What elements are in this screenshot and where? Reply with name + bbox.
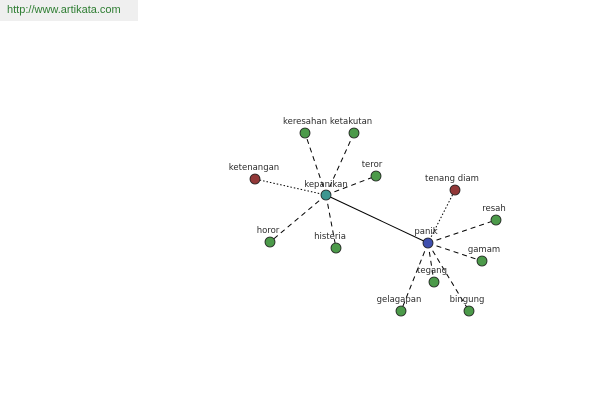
node-label-teror[interactable]: teror <box>362 160 383 170</box>
edge-panik-tegang <box>427 242 435 283</box>
edge-panik-gamam <box>427 242 483 262</box>
node-label-tegang[interactable]: tegang <box>417 266 447 276</box>
edges-layer <box>254 132 497 312</box>
node-label-gamam[interactable]: gamam <box>468 245 500 255</box>
source-url-label: http://www.artikata.com <box>0 0 138 21</box>
edge-kepanikan-ketakutan <box>325 132 355 196</box>
node-gamam[interactable] <box>476 255 488 267</box>
node-panik[interactable] <box>422 237 434 249</box>
node-label-ketenangan[interactable]: ketenangan <box>229 163 279 173</box>
node-tenang-diam[interactable] <box>449 184 461 196</box>
node-gelagapan[interactable] <box>395 305 407 317</box>
node-label-tenang-diam[interactable]: tenang diam <box>425 174 479 184</box>
edge-kepanikan-ketenangan <box>254 178 327 196</box>
edge-panik-bingung <box>427 242 470 312</box>
edge-panik-tenang-diam <box>427 189 456 244</box>
node-label-histeria[interactable]: histeria <box>314 232 346 242</box>
node-label-panik[interactable]: panik <box>414 227 437 237</box>
node-label-gelagapan[interactable]: gelagapan <box>377 295 422 305</box>
node-kepanikan[interactable] <box>320 189 332 201</box>
node-teror[interactable] <box>370 170 382 182</box>
node-keresahan[interactable] <box>299 127 311 139</box>
node-label-keresahan[interactable]: keresahan <box>283 117 327 127</box>
edge-kepanikan-horor <box>269 194 327 243</box>
node-label-bingung[interactable]: bingung <box>450 295 485 305</box>
node-histeria[interactable] <box>330 242 342 254</box>
edge-kepanikan-keresahan <box>304 132 327 196</box>
edge-kepanikan-panik <box>325 194 429 244</box>
node-tegang[interactable] <box>428 276 440 288</box>
node-label-ketakutan[interactable]: ketakutan <box>330 117 372 127</box>
node-ketakutan[interactable] <box>348 127 360 139</box>
edge-panik-gelagapan <box>400 242 429 312</box>
edge-panik-resah <box>427 219 497 244</box>
node-resah[interactable] <box>490 214 502 226</box>
node-label-resah[interactable]: resah <box>482 204 506 214</box>
node-ketenangan[interactable] <box>249 173 261 185</box>
node-horor[interactable] <box>264 236 276 248</box>
node-bingung[interactable] <box>463 305 475 317</box>
node-label-kepanikan[interactable]: kepanikan <box>304 180 348 190</box>
node-label-horor[interactable]: horor <box>257 226 280 236</box>
nodes-layer <box>249 127 502 317</box>
